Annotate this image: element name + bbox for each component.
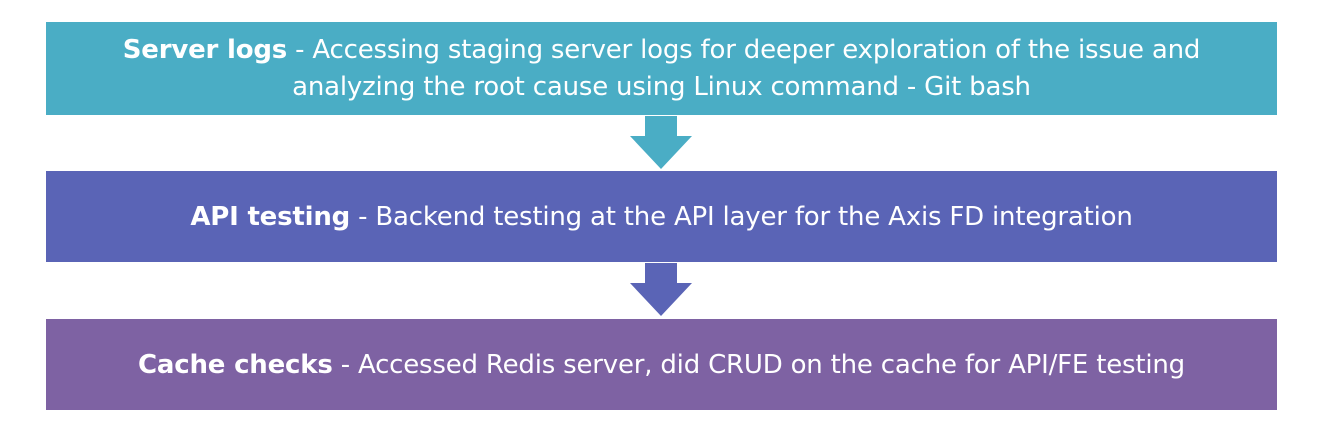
down-arrow-shape [630,263,692,316]
step-separator: - [287,34,313,65]
step-box-api-testing: API testing - Backend testing at the API… [46,171,1277,262]
step-separator: - [332,349,358,380]
down-arrow-shape [630,116,692,169]
down-arrow-icon [630,116,692,169]
step-text: Cache checks - Accessed Redis server, di… [138,347,1185,383]
step-box-server-logs: Server logs - Accessing staging server l… [46,22,1277,115]
step-box-cache-checks: Cache checks - Accessed Redis server, di… [46,319,1277,410]
step-text: Server logs - Accessing staging server l… [60,32,1263,106]
down-arrow-icon [630,263,692,316]
step-description: Accessing staging server logs for deeper… [292,34,1201,102]
step-term: API testing [190,201,351,232]
step-term: Cache checks [138,349,333,380]
step-term: Server logs [122,34,288,65]
step-text: API testing - Backend testing at the API… [190,199,1133,235]
step-description: Accessed Redis server, did CRUD on the c… [357,349,1185,380]
step-description: Backend testing at the API layer for the… [375,201,1133,232]
step-separator: - [350,201,376,232]
